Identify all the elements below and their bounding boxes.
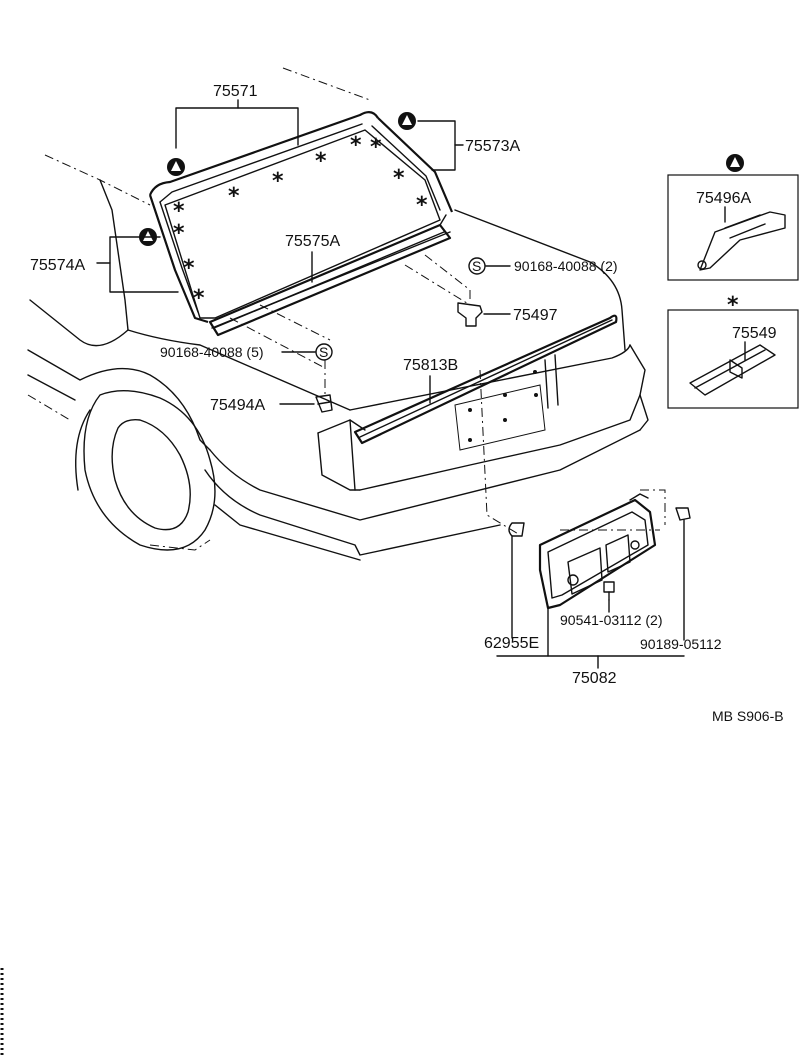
clip-75494A — [315, 394, 333, 413]
triangle-mark-icon — [398, 112, 416, 130]
label-75813B: 75813B — [403, 357, 458, 374]
label-75573A: 75573A — [465, 138, 520, 155]
label-90168-40088-2: 90168-40088 (2) — [514, 258, 618, 274]
triangle-mark-icon — [726, 154, 744, 172]
s-mark-icon: S — [315, 343, 333, 361]
svg-text:*: * — [193, 286, 205, 311]
leader-75574A — [109, 236, 179, 293]
label-75082: 75082 — [572, 670, 617, 687]
svg-text:S: S — [319, 344, 328, 360]
svg-text:*: * — [350, 133, 362, 158]
label-75497: 75497 — [513, 307, 558, 324]
svg-text:*: * — [272, 169, 284, 194]
label-75571: 75571 — [213, 83, 258, 100]
label-75574A: 75574A — [30, 257, 85, 274]
install-leaders — [229, 254, 666, 536]
trunk-molding-75813B — [353, 314, 618, 445]
svg-text:*: * — [393, 166, 405, 191]
label-90541-03112: 90541-03112 (2) — [560, 612, 662, 628]
svg-text:*: * — [228, 184, 240, 209]
triangle-mark-icon — [167, 158, 185, 176]
diagram-code: MB S906-B — [712, 708, 784, 724]
clip-75497 — [457, 302, 483, 327]
leader-75571 — [175, 107, 299, 149]
license-lamp-assembly — [508, 493, 691, 610]
asterisk-mark-icon: * — [727, 293, 739, 318]
svg-text:*: * — [173, 199, 185, 224]
svg-text:*: * — [315, 149, 327, 174]
rear-window-assembly: * * * * * * * * * * * — [148, 111, 454, 337]
s-mark-icon: S — [468, 257, 486, 275]
label-75549: 75549 — [732, 325, 777, 342]
inset-75496A: 75496A — [667, 174, 799, 281]
label-75575A: 75575A — [285, 233, 340, 250]
inset-75549: 75549 — [667, 309, 799, 409]
svg-text:S: S — [472, 258, 481, 274]
label-90189-05112: 90189-05112 — [640, 636, 722, 652]
svg-text:*: * — [173, 221, 185, 246]
svg-text:*: * — [370, 135, 382, 160]
label-75496A: 75496A — [696, 190, 751, 207]
label-90168-40088-5: 90168-40088 (5) — [160, 344, 264, 360]
car-body-outline — [27, 67, 649, 561]
svg-text:*: * — [416, 193, 428, 218]
svg-text:*: * — [183, 256, 195, 281]
label-75494A: 75494A — [210, 397, 265, 414]
label-62955E: 62955E — [484, 635, 539, 652]
